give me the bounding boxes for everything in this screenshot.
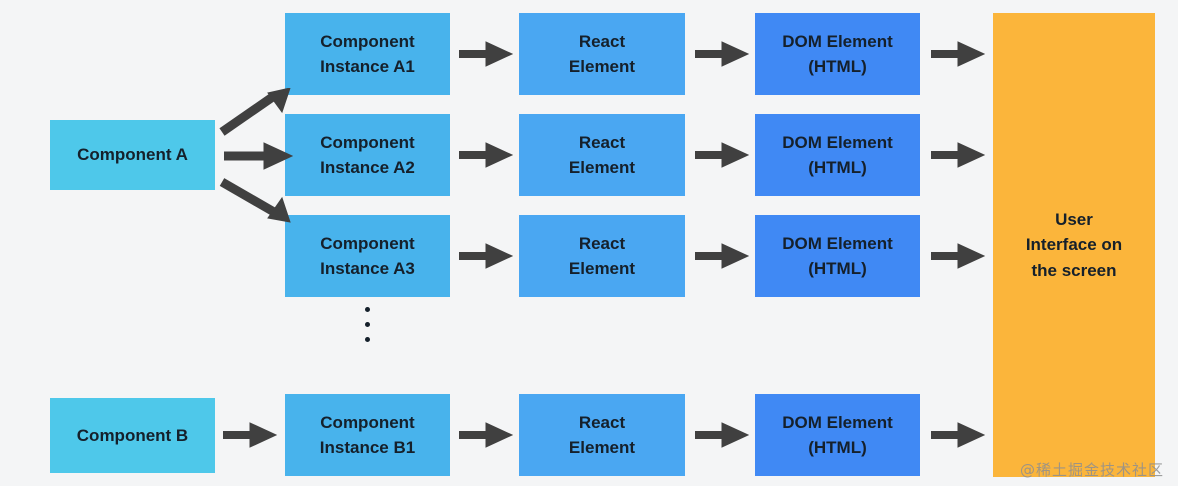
node-react-element-3: React Element [519,215,685,297]
arrow-instance-a2-to-react-element-2 [459,142,514,168]
arrow-instance-a3-to-react-element-3 [459,243,514,269]
arrow-dom-element-1-to-user-interface [931,41,986,67]
node-component-instance-a1: Component Instance A1 [285,13,450,95]
arrow-react-element-2-to-dom-element-2 [695,142,750,168]
arrow-instance-b1-to-react-element-4 [459,422,514,448]
ellipsis-dot [364,322,370,327]
watermark: @稀土掘金技术社区 [1019,461,1164,479]
node-component-instance-b1: Component Instance B1 [285,394,450,476]
node-dom-element-1: DOM Element (HTML) [755,13,920,95]
node-react-element-1: React Element [519,13,685,95]
arrow-react-element-1-to-dom-element-1 [695,41,750,67]
arrow-component-b-to-instance-b1 [223,422,278,448]
node-component-instance-a3: Component Instance A3 [285,215,450,297]
user-interface-label: User Interface on the screen [1025,210,1123,280]
node-react-element-2: React Element [519,114,685,196]
arrow-instance-a1-to-react-element-1 [459,41,514,67]
node-react-element-4: React Element [519,394,685,476]
node-dom-element-4: DOM Element (HTML) [755,394,920,476]
node-dom-element-3: DOM Element (HTML) [755,215,920,297]
ellipsis-dot [364,307,370,312]
arrow-dom-element-2-to-user-interface [931,142,986,168]
node-component-b: Component B [50,398,215,473]
ellipsis-dot [364,337,370,342]
node-component-instance-a2: Component Instance A2 [285,114,450,196]
arrow-dom-element-4-to-user-interface [931,422,986,448]
node-dom-element-2: DOM Element (HTML) [755,114,920,196]
node-component-a: Component A [50,120,215,190]
vertical-ellipsis-icon [364,307,370,342]
node-user-interface: User Interface on the screen [993,13,1155,477]
arrow-react-element-3-to-dom-element-3 [695,243,750,269]
arrow-dom-element-3-to-user-interface [931,243,986,269]
arrow-react-element-4-to-dom-element-4 [695,422,750,448]
